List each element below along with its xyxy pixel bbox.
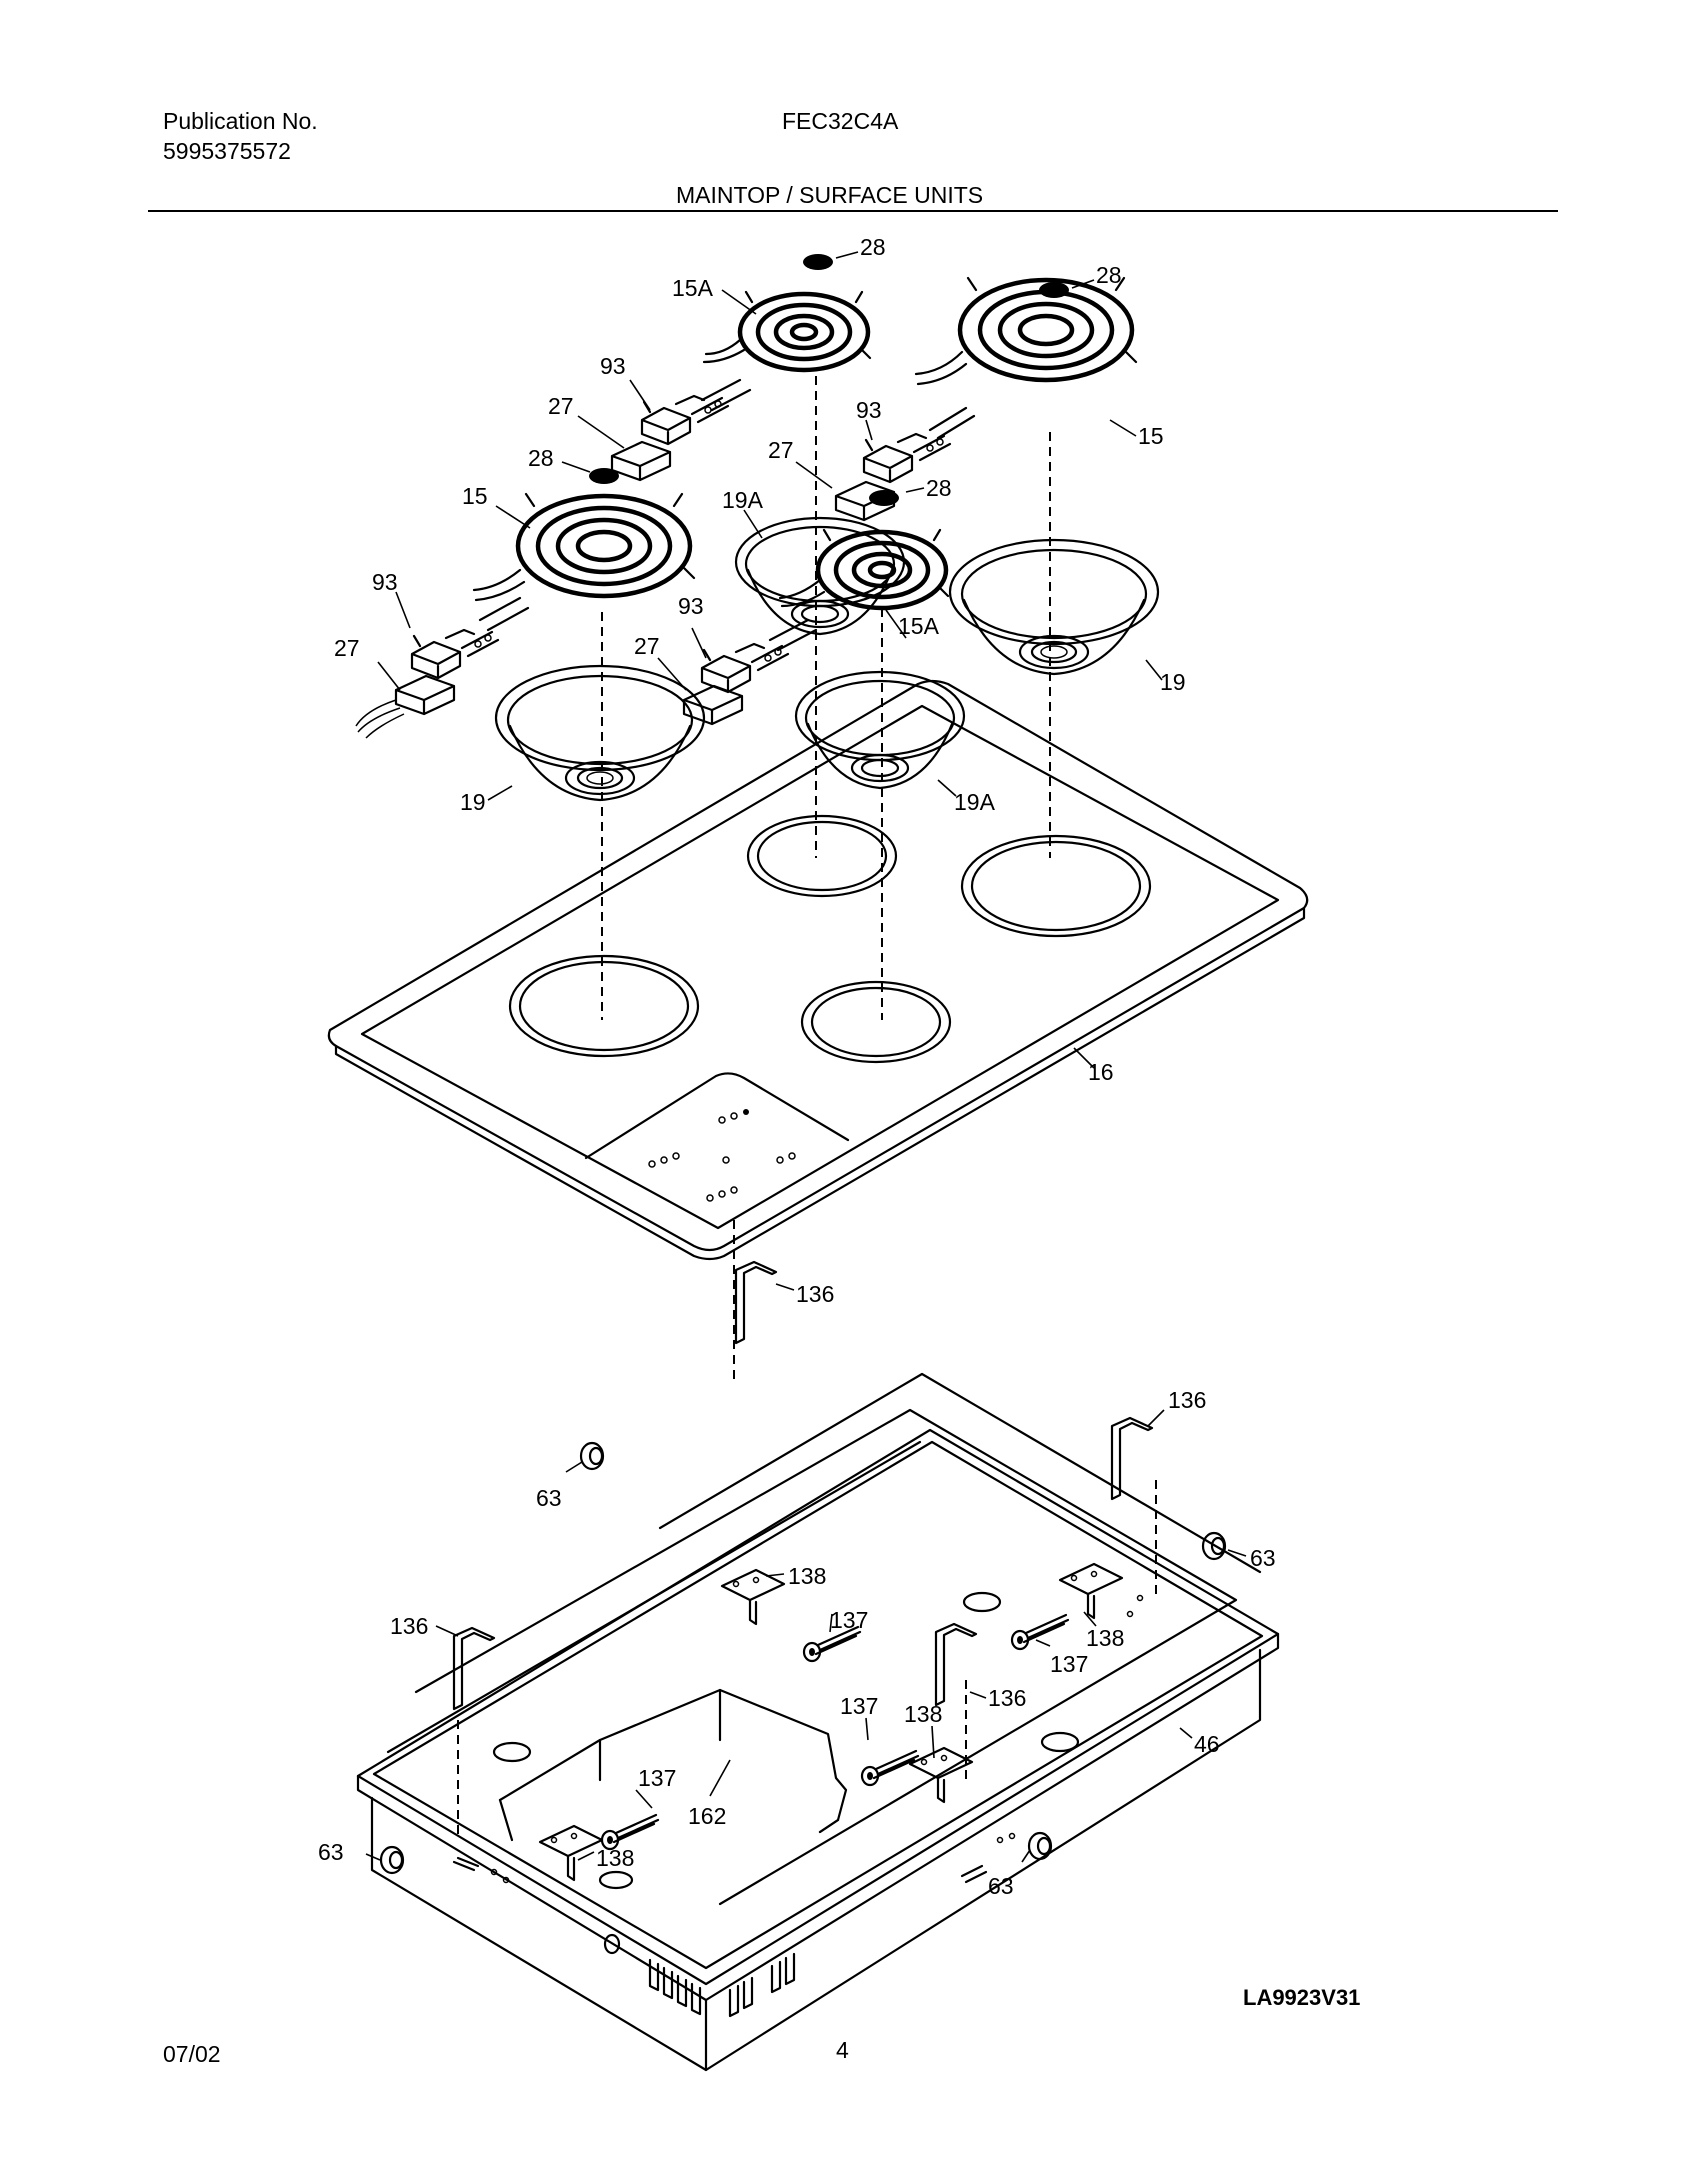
callout-93-a: 93: [600, 353, 626, 379]
callout-15a-a: 15A: [672, 275, 714, 301]
callout-27-c: 27: [334, 635, 360, 661]
callout-19a-b: 19A: [954, 789, 996, 815]
callout-28-d: 28: [926, 475, 952, 501]
terminal-receptacles-93: [410, 378, 976, 694]
callout-19-a: 19: [1160, 669, 1186, 695]
callout-63-a: 63: [536, 1485, 562, 1511]
alignment-lines: [457, 376, 1157, 1840]
maintop-16: [327, 679, 1309, 1261]
callout-28-a: 28: [860, 234, 886, 260]
callout-136-c: 136: [390, 1613, 428, 1639]
callout-19a-a: 19A: [722, 487, 764, 513]
section-title: MAINTOP / SURFACE UNITS: [676, 182, 984, 208]
callout-leaders: [365, 251, 1247, 1863]
screws-137: [600, 1613, 1070, 1851]
callout-93-b: 93: [856, 397, 882, 423]
callout-138-d: 138: [596, 1845, 634, 1871]
callout-15a-b: 15A: [898, 613, 940, 639]
callout-27-d: 27: [634, 633, 660, 659]
center-cap-28: [589, 254, 1069, 506]
publication-label: Publication No.: [163, 108, 318, 134]
drip-pan-front-left-19: [494, 664, 706, 802]
callout-137-d: 137: [638, 1765, 676, 1791]
callout-28-b: 28: [1096, 262, 1122, 288]
callout-16: 16: [1088, 1059, 1114, 1085]
callout-27-b: 27: [768, 437, 794, 463]
callout-15-b: 15: [462, 483, 488, 509]
callout-19-b: 19: [460, 789, 486, 815]
diagram-code: LA9923V31: [1243, 1985, 1361, 2010]
callout-138-b: 138: [1086, 1625, 1124, 1651]
callout-138-a: 138: [788, 1563, 826, 1589]
model-number: FEC32C4A: [782, 108, 899, 134]
callout-46: 46: [1194, 1731, 1220, 1757]
revision-date: 07/02: [163, 2041, 221, 2067]
callout-labels: 28 15A 28 93 27 93 28 27 28 15 15 19A 93…: [318, 234, 1276, 1899]
callout-138-c: 138: [904, 1701, 942, 1727]
callout-137-b: 137: [1050, 1651, 1088, 1677]
callout-93-d: 93: [678, 593, 704, 619]
callout-137-a: 137: [830, 1607, 868, 1633]
callout-93-c: 93: [372, 569, 398, 595]
drip-pan-rear-right-19: [948, 538, 1160, 676]
callout-63-d: 63: [988, 1873, 1014, 1899]
publication-number: 5995375572: [163, 138, 291, 164]
callout-162: 162: [688, 1803, 726, 1829]
terminal-blocks-27: [355, 440, 896, 739]
callout-136-d: 136: [988, 1685, 1026, 1711]
callout-137-c: 137: [840, 1693, 878, 1719]
burner-box-46: [356, 1372, 1280, 2072]
surface-unit-rear-right-15: [914, 278, 1136, 386]
page-number: 4: [836, 2037, 849, 2063]
callout-63-c: 63: [318, 1839, 344, 1865]
surface-unit-front-right-15a: [778, 530, 948, 608]
callout-15-a: 15: [1138, 423, 1164, 449]
callout-136-a: 136: [796, 1281, 834, 1307]
header-rule: [148, 210, 1558, 212]
surface-unit-rear-left-15a: [702, 292, 870, 370]
callout-28-c: 28: [528, 445, 554, 471]
callout-27-a: 27: [548, 393, 574, 419]
callout-136-b: 136: [1168, 1387, 1206, 1413]
surface-unit-front-left-15: [472, 494, 694, 602]
callout-63-b: 63: [1250, 1545, 1276, 1571]
